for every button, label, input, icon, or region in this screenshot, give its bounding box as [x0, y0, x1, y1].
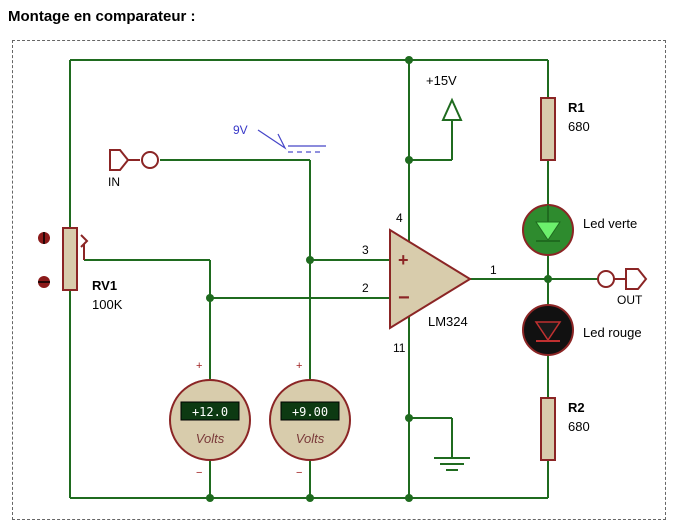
r2-value: 680 [568, 419, 590, 434]
svg-text:+: + [398, 250, 409, 270]
resistor-r1 [540, 97, 556, 161]
rv1-value: 100K [92, 297, 123, 312]
r1-name: R1 [568, 100, 585, 115]
voltmeter-left-plus: + [196, 360, 202, 372]
junctions [206, 56, 552, 502]
ground-icon [434, 457, 470, 471]
voltmeter-right [269, 379, 351, 461]
voltmeter-left-unit: Volts [196, 431, 225, 446]
opamp: + − [389, 228, 472, 330]
led-red-label: Led rouge [583, 325, 642, 340]
voltmeter-right-plus: + [296, 360, 302, 372]
pin-noninv: 3 [362, 243, 369, 257]
r1-value: 680 [568, 119, 590, 134]
pin-vminus: 11 [393, 341, 406, 355]
voltmeter-left [169, 379, 251, 461]
pin-inv: 2 [362, 281, 369, 295]
led-red [522, 304, 574, 356]
schematic-frame [12, 40, 666, 520]
resistor-r2 [540, 397, 556, 461]
output-label: OUT [617, 293, 643, 307]
supply-label: +15V [426, 73, 457, 88]
power-arrow-icon [441, 97, 463, 121]
led-green [522, 204, 574, 256]
voltage-probe-icon [257, 129, 326, 153]
opamp-name: LM324 [428, 314, 468, 329]
page-title: Montage en comparateur : [8, 8, 196, 25]
voltmeter-left-minus: − [196, 467, 202, 479]
rv1-name: RV1 [92, 278, 117, 293]
input-label: IN [108, 175, 120, 189]
voltmeter-right-reading: +9.00 [292, 405, 328, 419]
led-green-label: Led verte [583, 216, 637, 231]
voltmeter-right-unit: Volts [296, 431, 325, 446]
pin-vplus: 4 [396, 211, 403, 225]
probe-label: 9V [233, 123, 248, 137]
input-terminal-icon [109, 149, 159, 171]
voltmeter-right-minus: − [296, 467, 302, 479]
potentiometer-rv1 [38, 227, 89, 291]
svg-text:−: − [398, 287, 410, 309]
voltmeter-left-reading: +12.0 [192, 405, 228, 419]
r2-name: R2 [568, 400, 585, 415]
pin-out: 1 [490, 263, 497, 277]
output-terminal-icon [597, 268, 648, 290]
wires [69, 59, 598, 499]
